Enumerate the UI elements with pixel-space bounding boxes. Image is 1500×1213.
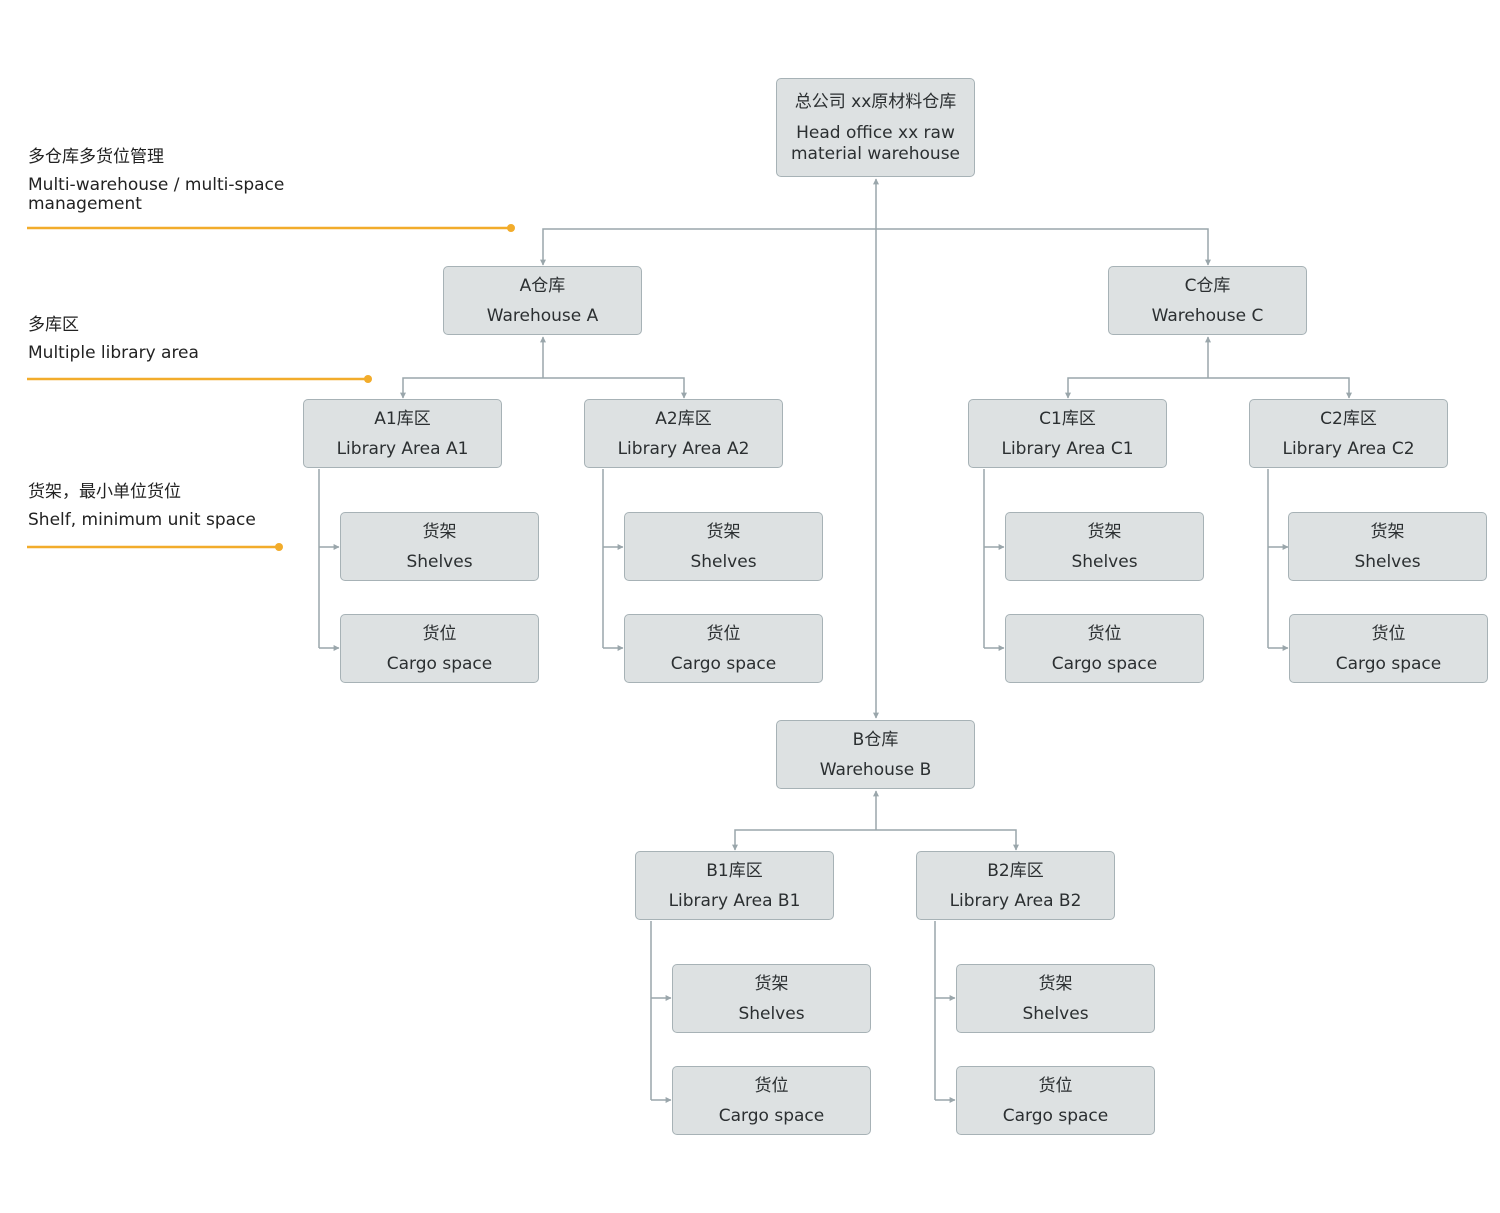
- node-library-area-b1[interactable]: B1库区 Library Area B1: [635, 851, 834, 920]
- node-label-zh: 货位: [754, 1075, 789, 1096]
- node-cargo-space-b2[interactable]: 货位 Cargo space: [956, 1066, 1155, 1135]
- node-label-zh: 货架: [1370, 521, 1405, 542]
- node-shelves-c1[interactable]: 货架 Shelves: [1005, 512, 1204, 581]
- node-cargo-space-b1[interactable]: 货位 Cargo space: [672, 1066, 871, 1135]
- node-label-zh: 货位: [706, 623, 741, 644]
- node-library-area-c2[interactable]: C2库区 Library Area C2: [1249, 399, 1448, 468]
- node-label-zh: B仓库: [852, 729, 899, 750]
- annotation-en: Shelf, minimum unit space: [28, 510, 256, 530]
- node-shelves-c2[interactable]: 货架 Shelves: [1288, 512, 1487, 581]
- node-label-zh: 货位: [1038, 1075, 1073, 1096]
- node-label-zh: 货架: [422, 521, 457, 542]
- node-library-area-a1[interactable]: A1库区 Library Area A1: [303, 399, 502, 468]
- node-label-en: Shelves: [1071, 551, 1138, 572]
- node-label-zh: C1库区: [1039, 408, 1096, 429]
- connector-root-a: [540, 228, 876, 266]
- node-label-en: Library Area C2: [1282, 438, 1415, 459]
- node-warehouse-b[interactable]: B仓库 Warehouse B: [776, 720, 975, 789]
- node-label-en: Shelves: [738, 1003, 805, 1024]
- node-label-en: Warehouse C: [1151, 305, 1264, 326]
- node-library-area-c1[interactable]: C1库区 Library Area C1: [968, 399, 1167, 468]
- node-label-en: Warehouse B: [819, 759, 932, 780]
- node-shelves-a2[interactable]: 货架 Shelves: [624, 512, 823, 581]
- node-label-en: Library Area A2: [617, 438, 750, 459]
- node-label-zh: A1库区: [374, 408, 431, 429]
- node-shelves-a1[interactable]: 货架 Shelves: [340, 512, 539, 581]
- node-label-zh: 货位: [422, 623, 457, 644]
- annotation-en: Multiple library area: [28, 343, 199, 363]
- annotation-multi-warehouse: 多仓库多货位管理 Multi-warehouse / multi-space m…: [28, 146, 318, 214]
- annotation-dot-2: [364, 375, 372, 383]
- node-cargo-space-a1[interactable]: 货位 Cargo space: [340, 614, 539, 683]
- annotation-dot-1: [507, 224, 515, 232]
- node-label-zh: C2库区: [1320, 408, 1377, 429]
- node-label-en: Shelves: [690, 551, 757, 572]
- node-label-en: Cargo space: [386, 653, 493, 674]
- connector-a-a2: [543, 377, 687, 399]
- node-warehouse-c[interactable]: C仓库 Warehouse C: [1108, 266, 1307, 335]
- node-label-zh: 货架: [1087, 521, 1122, 542]
- node-label-en: Warehouse A: [486, 305, 599, 326]
- node-shelves-b2[interactable]: 货架 Shelves: [956, 964, 1155, 1033]
- annotation-zh: 多库区: [28, 315, 79, 335]
- connector-root-c: [876, 228, 1211, 266]
- node-cargo-space-a2[interactable]: 货位 Cargo space: [624, 614, 823, 683]
- node-label-en: Library Area A1: [336, 438, 469, 459]
- node-label-en: Cargo space: [1002, 1105, 1109, 1126]
- node-label-en: Shelves: [1022, 1003, 1089, 1024]
- node-shelves-b1[interactable]: 货架 Shelves: [672, 964, 871, 1033]
- node-label-zh: B1库区: [706, 860, 763, 881]
- node-library-area-b2[interactable]: B2库区 Library Area B2: [916, 851, 1115, 920]
- node-label-zh: A仓库: [519, 275, 566, 296]
- annotation-lines: [27, 224, 515, 551]
- node-cargo-space-c2[interactable]: 货位 Cargo space: [1289, 614, 1488, 683]
- node-label-zh: 总公司 xx原材料仓库: [794, 91, 957, 112]
- annotation-en: Multi-warehouse / multi-space management: [28, 175, 285, 214]
- annotation-multi-area: 多库区 Multiple library area: [28, 314, 199, 363]
- node-label-zh: 货位: [1371, 623, 1406, 644]
- node-label-en: Shelves: [406, 551, 473, 572]
- connector-c-c2: [1208, 377, 1352, 399]
- node-label-en: Cargo space: [718, 1105, 825, 1126]
- node-cargo-space-c1[interactable]: 货位 Cargo space: [1005, 614, 1204, 683]
- node-label-zh: 货架: [706, 521, 741, 542]
- connector-b-b1: [732, 829, 876, 851]
- node-library-area-a2[interactable]: A2库区 Library Area A2: [584, 399, 783, 468]
- annotation-zh: 货架，最小单位货位: [28, 482, 181, 502]
- node-label-zh: A2库区: [655, 408, 712, 429]
- node-warehouse-a[interactable]: A仓库 Warehouse A: [443, 266, 642, 335]
- annotation-shelf-unit: 货架，最小单位货位 Shelf, minimum unit space: [28, 481, 256, 530]
- node-label-en: Library Area B1: [668, 890, 801, 911]
- node-label-en: Cargo space: [1335, 653, 1442, 674]
- node-label-en: Shelves: [1354, 551, 1421, 572]
- node-label-en: Library Area C1: [1001, 438, 1134, 459]
- node-label-zh: B2库区: [987, 860, 1044, 881]
- node-label-zh: C仓库: [1184, 275, 1231, 296]
- node-label-en: Cargo space: [1051, 653, 1158, 674]
- annotation-dot-3: [275, 543, 283, 551]
- node-label-zh: 货架: [1038, 973, 1073, 994]
- connector-a-a1: [400, 377, 543, 399]
- node-label-en: Library Area B2: [949, 890, 1082, 911]
- node-label-en: Cargo space: [670, 653, 777, 674]
- connector-b-b2: [876, 829, 1019, 851]
- connector-c-c1: [1065, 377, 1208, 399]
- node-head-office[interactable]: 总公司 xx原材料仓库 Head office xx raw material …: [776, 78, 975, 177]
- node-label-en: Head office xx raw material warehouse: [790, 122, 961, 164]
- node-label-zh: 货架: [754, 973, 789, 994]
- annotation-zh: 多仓库多货位管理: [28, 147, 164, 167]
- node-label-zh: 货位: [1087, 623, 1122, 644]
